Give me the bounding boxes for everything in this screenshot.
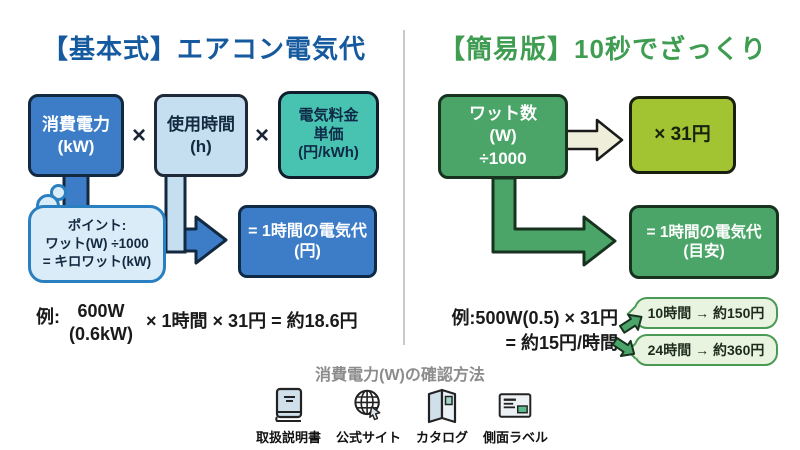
right-example-line1: 例:500W(0.5) × 31円 bbox=[451, 308, 618, 328]
callout-line3: = キロワット(kW) bbox=[42, 254, 152, 270]
point-callout-bubble: ポイント: ワット(W) ÷1000 = キロワット(kW) bbox=[28, 205, 166, 283]
watts-to-rate-arrow-icon bbox=[564, 118, 624, 162]
right-example-line2: = 約15円/時間 bbox=[505, 333, 618, 354]
method-website: 公式サイト bbox=[336, 386, 401, 446]
globe-icon bbox=[354, 389, 381, 421]
panel-divider bbox=[403, 30, 405, 345]
watts-box-line2: (W) bbox=[489, 126, 517, 146]
left-result-line1: = 1時間の電気代 bbox=[248, 222, 367, 240]
method-website-label: 公式サイト bbox=[335, 430, 401, 445]
power-box-line1: 消費電力 bbox=[42, 115, 110, 135]
left-panel-title: 【基本式】エアコン電気代 bbox=[41, 34, 366, 64]
watts-box-line1: ワット数 bbox=[469, 104, 537, 124]
time-box-line1: 使用時間 bbox=[167, 115, 235, 135]
left-example-kilowatts: (0.6kW) bbox=[69, 323, 134, 344]
method-side-label: 側面ラベル bbox=[483, 386, 548, 446]
right-example: 例:500W(0.5) × 31円 = 約15円/時間 bbox=[430, 306, 618, 356]
right-panel-title: 【簡易版】10秒でざっくり bbox=[439, 34, 767, 64]
callout-line1: ポイント: bbox=[67, 217, 127, 233]
rate-box-line3: (円/kWh) bbox=[298, 144, 359, 162]
manual-book-icon bbox=[274, 387, 302, 422]
method-manual: 取扱説明書 bbox=[256, 386, 321, 446]
estimate-bubble-10h-label: 10時間 → 約150円 bbox=[647, 305, 765, 321]
right-result-line2: (目安) bbox=[683, 243, 725, 260]
electricity-rate-box: 電気料金 単価 (円/kWh) bbox=[278, 91, 379, 179]
left-example-watts-stack: 600W (0.6kW) bbox=[69, 300, 133, 345]
left-example: 例: 600W (0.6kW) × 1時間 × 31円 = 約18.6円 bbox=[36, 300, 358, 345]
times-31yen-label: × 31円 bbox=[654, 124, 711, 146]
right-result-box: = 1時間の電気代 (目安) bbox=[629, 205, 779, 279]
time-box-line2: (h) bbox=[190, 136, 212, 156]
multiply-sign-2: × bbox=[254, 122, 269, 149]
left-result-box: = 1時間の電気代 (円) bbox=[238, 205, 377, 278]
power-consumption-box: 消費電力 (kW) bbox=[28, 94, 124, 177]
power-box-line2: (kW) bbox=[57, 136, 95, 156]
check-methods-row: 取扱説明書 公式サイト bbox=[256, 386, 548, 446]
time-connector-bar bbox=[164, 170, 187, 254]
method-side-label-label: 側面ラベル bbox=[482, 430, 548, 445]
estimate-bubble-10h: 10時間 → 約150円 bbox=[634, 297, 778, 329]
estimate-bubble-24h-label: 24時間 → 約360円 bbox=[647, 342, 765, 358]
watts-box-line3: ÷1000 bbox=[479, 148, 527, 168]
right-flow-arrow-icon bbox=[491, 176, 617, 267]
right-result-line1: = 1時間の電気代 bbox=[646, 223, 762, 241]
method-manual-label: 取扱説明書 bbox=[256, 430, 322, 445]
footer-title: 消費電力(W)の確認方法 bbox=[315, 367, 485, 384]
rate-box-line1: 電気料金 bbox=[298, 106, 359, 124]
callout-line2: ワット(W) ÷1000 bbox=[45, 235, 149, 251]
usage-time-box: 使用時間 (h) bbox=[154, 94, 248, 177]
method-catalog-label: カタログ bbox=[415, 430, 468, 445]
left-result-line2: (円) bbox=[294, 242, 321, 260]
left-example-formula: × 1時間 × 31円 = 約18.6円 bbox=[146, 311, 358, 331]
times-31yen-box: × 31円 bbox=[629, 96, 736, 174]
multiply-sign-1: × bbox=[131, 122, 146, 149]
side-label-icon bbox=[499, 393, 532, 418]
left-example-prefix: 例: bbox=[36, 307, 60, 327]
catalog-icon bbox=[427, 388, 457, 424]
left-example-watts: 600W bbox=[77, 301, 125, 321]
method-catalog: カタログ bbox=[416, 386, 468, 446]
estimate-bubble-24h: 24時間 → 約360円 bbox=[634, 334, 778, 366]
watts-box: ワット数 (W) ÷1000 bbox=[438, 94, 568, 179]
rate-box-line2: 単価 bbox=[313, 125, 344, 143]
